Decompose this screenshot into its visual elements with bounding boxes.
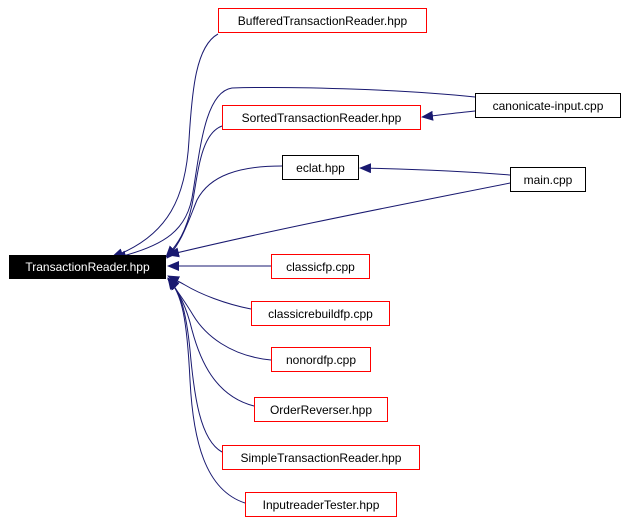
node-order-reverser[interactable]: OrderReverser.hpp bbox=[254, 397, 388, 422]
edge-canonicate-to-transactionreader bbox=[114, 86, 476, 261]
edge-eclat-to-transactionreader bbox=[166, 165, 283, 259]
edge-simple-to-transactionreader bbox=[167, 278, 223, 453]
node-classicfp[interactable]: classicfp.cpp bbox=[271, 254, 370, 279]
node-canonicate-input[interactable]: canonicate-input.cpp bbox=[475, 93, 621, 118]
edge-sorted-to-transactionreader bbox=[165, 125, 223, 258]
edge-orderreverser-to-transactionreader bbox=[167, 278, 255, 407]
node-sorted-transaction-reader[interactable]: SortedTransactionReader.hpp bbox=[222, 105, 421, 130]
edge-inputreadertester-to-transactionreader bbox=[167, 278, 246, 504]
node-nonordfp[interactable]: nonordfp.cpp bbox=[271, 347, 371, 372]
edge-main-to-transactionreader bbox=[167, 182, 511, 258]
edge-classicrebuildfp-to-transactionreader bbox=[167, 275, 252, 310]
node-classicrebuildfp[interactable]: classicrebuildfp.cpp bbox=[251, 301, 390, 326]
node-inputreader-tester[interactable]: InputreaderTester.hpp bbox=[245, 492, 397, 517]
node-eclat[interactable]: eclat.hpp bbox=[282, 155, 359, 180]
edge-main-to-eclat bbox=[359, 163, 511, 176]
edge-canonicate-to-sorted bbox=[421, 110, 476, 121]
node-transaction-reader: TransactionReader.hpp bbox=[9, 255, 166, 279]
node-main[interactable]: main.cpp bbox=[510, 167, 586, 192]
node-buffered-transaction-reader[interactable]: BufferedTransactionReader.hpp bbox=[218, 8, 427, 33]
edge-buffered-to-transactionreader bbox=[111, 33, 219, 258]
node-simple-transaction-reader[interactable]: SimpleTransactionReader.hpp bbox=[222, 445, 420, 470]
